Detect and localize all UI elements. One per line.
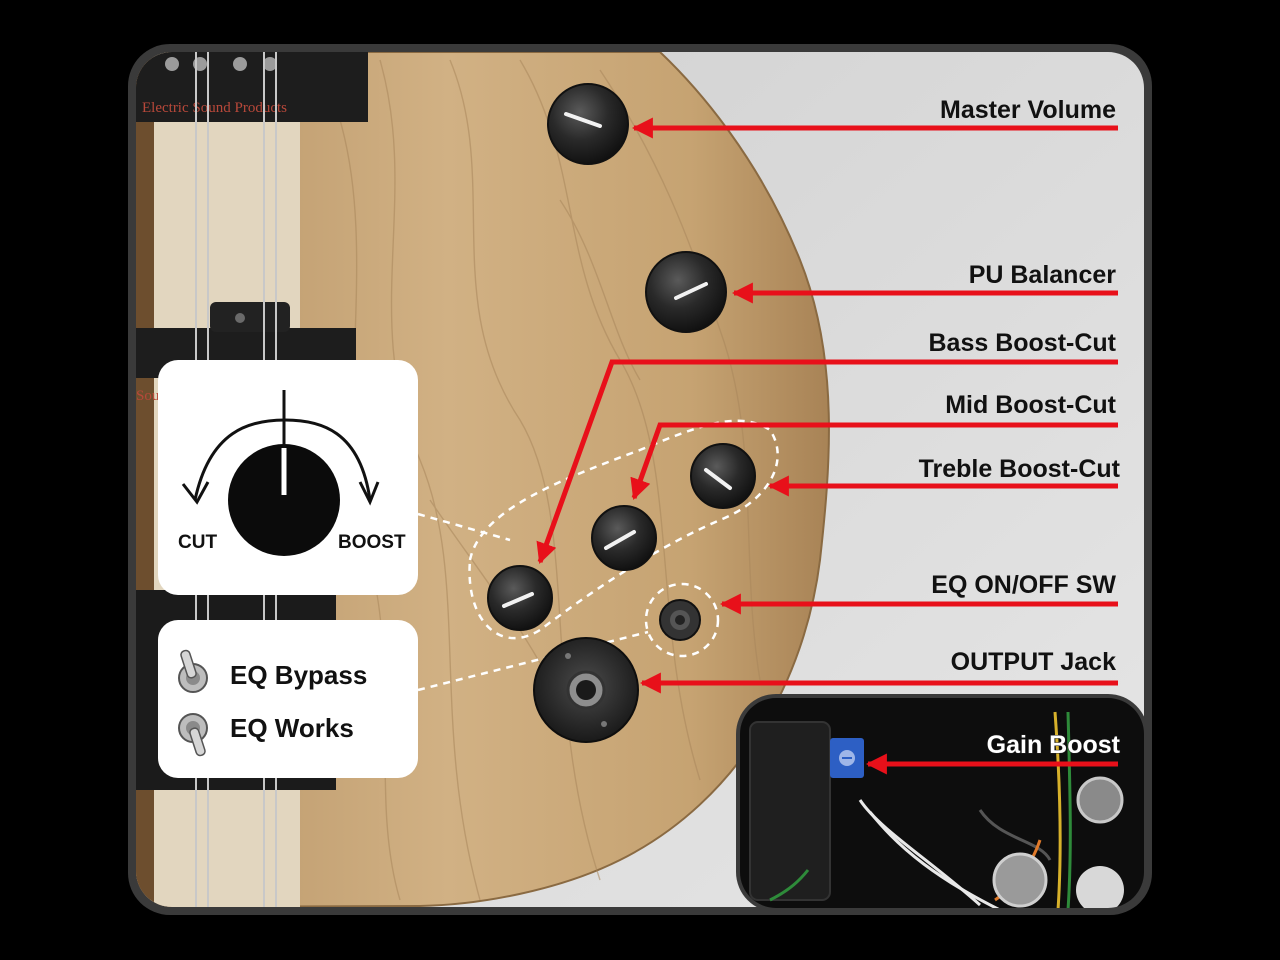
- master-volume-knob[interactable]: [547, 83, 629, 165]
- label-master-volume: Master Volume: [940, 96, 1116, 124]
- toggle-switch-down-icon: [178, 649, 208, 693]
- eq-works-label: EQ Works: [230, 713, 354, 743]
- bass-knob[interactable]: [487, 565, 553, 631]
- preamp-module: [749, 721, 831, 901]
- rotary-knob-icon: [228, 444, 340, 556]
- callout-arrows: [536, 117, 1118, 775]
- cut-label: CUT: [178, 532, 217, 553]
- label-pu-balancer: PU Balancer: [969, 261, 1117, 289]
- eq-switch-group-outline: [644, 582, 720, 658]
- label-output-jack: OUTPUT Jack: [951, 648, 1116, 676]
- eq-knob-group-outline: [468, 419, 779, 640]
- label-eq-switch: EQ ON/OFF SW: [931, 571, 1116, 599]
- pickup-brand-lower-text: Sou: [136, 388, 160, 404]
- switch-legend-inset: EQ Bypass EQ Works: [158, 620, 418, 778]
- arrow-bass: [536, 359, 1118, 564]
- label-mid-boost-cut: Mid Boost-Cut: [945, 391, 1116, 419]
- label-treble-boost-cut: Treble Boost-Cut: [919, 455, 1121, 483]
- eq-bypass-label: EQ Bypass: [230, 660, 367, 690]
- label-bass-boost-cut: Bass Boost-Cut: [928, 329, 1116, 357]
- mid-knob[interactable]: [591, 505, 657, 571]
- treble-knob[interactable]: [690, 443, 756, 509]
- dash-link-switch: [417, 630, 649, 692]
- knob-direction-inset: CUT BOOST: [158, 360, 418, 595]
- toggle-switch-up-icon: [178, 713, 208, 757]
- pickup-brand-text: Electric Sound Products: [142, 100, 287, 116]
- electronics-cavity-inset: [736, 694, 1148, 912]
- eq-toggle-switch[interactable]: [659, 599, 701, 641]
- arc-left-arrowhead: [181, 481, 210, 505]
- pu-balancer-knob[interactable]: [645, 251, 727, 333]
- boost-label: BOOST: [338, 532, 406, 553]
- label-gain-boost: Gain Boost: [987, 731, 1121, 759]
- arrow-mid: [630, 422, 1118, 500]
- output-jack[interactable]: [533, 637, 639, 743]
- dash-link-knob: [417, 512, 511, 542]
- arc-right-arrowhead: [358, 481, 380, 506]
